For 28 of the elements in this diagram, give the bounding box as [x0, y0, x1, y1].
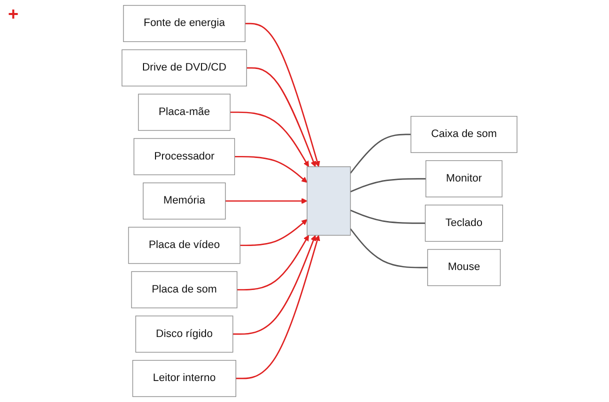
- connector: [350, 178, 426, 192]
- connector: [350, 228, 428, 268]
- arrow: [230, 112, 309, 167]
- node-box: Caixa de som: [410, 116, 518, 153]
- node-box: Placa de som: [131, 271, 238, 308]
- node-box: Memória: [142, 182, 226, 220]
- arrow: [234, 156, 308, 183]
- node-box: Placa-mãe: [138, 94, 230, 131]
- node-box: Monitor: [426, 160, 502, 198]
- arrow: [246, 67, 316, 167]
- arrow: [245, 22, 320, 167]
- arrow: [225, 198, 308, 204]
- connector: [350, 210, 426, 224]
- node-box: Disco rígido: [135, 316, 234, 353]
- node-box: Teclado: [424, 204, 503, 242]
- arrow: [232, 235, 316, 335]
- arrow: [236, 235, 320, 380]
- node-box: Leitor interno: [132, 360, 236, 397]
- arrow: [240, 219, 308, 246]
- node-box: Drive de DVD/CD: [122, 49, 247, 86]
- arrow: [237, 235, 309, 290]
- node-box: Placa de vídeo: [128, 226, 240, 264]
- node-box: Processador: [134, 138, 235, 176]
- node-box: [306, 166, 351, 236]
- node-box: Fonte de energia: [123, 5, 246, 42]
- plus-sign: +: [8, 4, 19, 24]
- node-box: Mouse: [427, 249, 501, 286]
- connector: [350, 134, 411, 174]
